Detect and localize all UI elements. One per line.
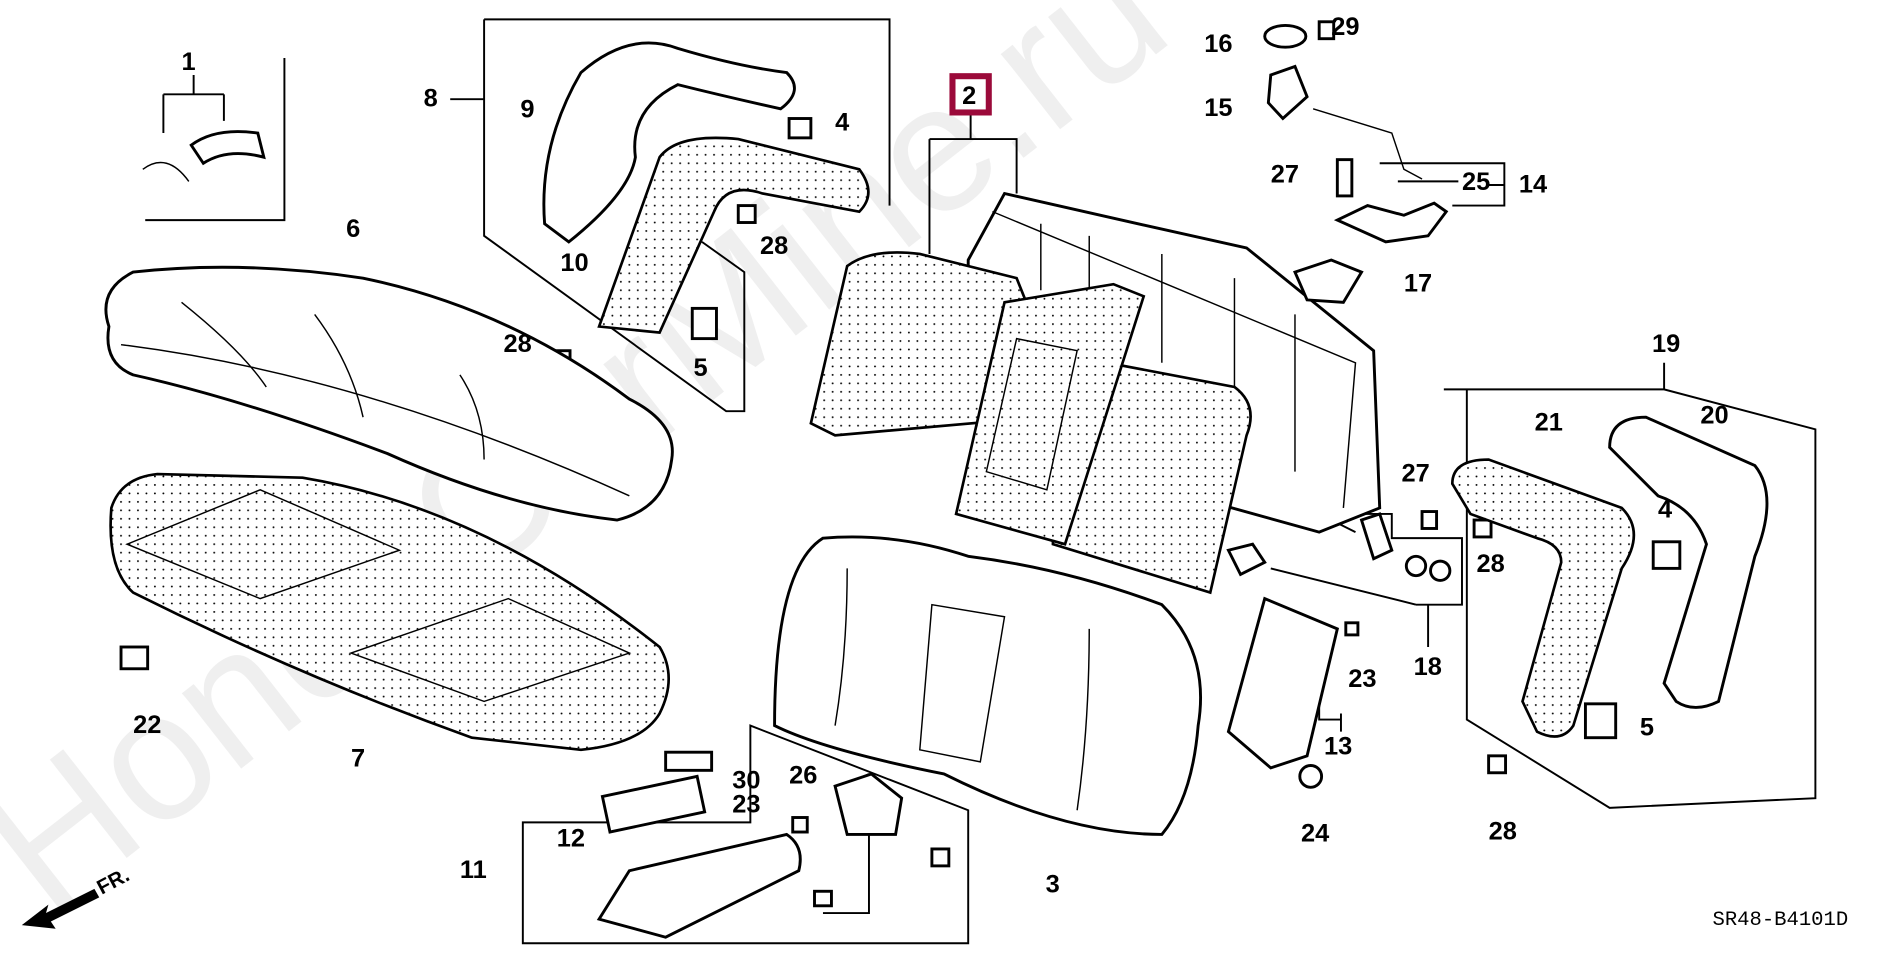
part-label-28[interactable]: 28	[1489, 817, 1517, 845]
part-label-9[interactable]: 9	[520, 95, 534, 123]
part-label-30[interactable]: 30	[732, 766, 760, 794]
part-drawings	[104, 20, 1769, 939]
part-label-25[interactable]: 25	[1462, 168, 1490, 196]
part-label-27[interactable]: 27	[1401, 459, 1429, 487]
part-label-19[interactable]: 19	[1652, 330, 1680, 358]
part-label-10[interactable]: 10	[560, 249, 588, 277]
part-label-22[interactable]: 22	[133, 711, 161, 739]
part-label-20[interactable]: 20	[1700, 401, 1728, 429]
part-label-26[interactable]: 26	[789, 762, 817, 790]
part-label-15[interactable]: 15	[1204, 94, 1232, 122]
part-label-1[interactable]: 1	[182, 48, 196, 76]
part-label-28[interactable]: 28	[503, 330, 531, 358]
part-label-24[interactable]: 24	[1301, 820, 1329, 848]
part-label-18[interactable]: 18	[1414, 653, 1442, 681]
part-label-28[interactable]: 28	[1477, 550, 1505, 578]
part-label-7[interactable]: 7	[351, 745, 365, 773]
part-label-5[interactable]: 5	[1640, 713, 1654, 741]
part-label-21[interactable]: 21	[1535, 409, 1563, 437]
part-label-5[interactable]: 5	[693, 354, 707, 382]
part-label-11[interactable]: 11	[460, 856, 487, 884]
part-label-27[interactable]: 27	[1271, 161, 1299, 189]
part-label-17[interactable]: 17	[1404, 269, 1432, 297]
part-label-29[interactable]: 29	[1331, 13, 1359, 41]
part-label-14[interactable]: 14	[1519, 170, 1547, 198]
part-label-4[interactable]: 4	[1658, 496, 1672, 524]
part-label-8[interactable]: 8	[424, 84, 438, 112]
direction-arrow-icon	[21, 888, 100, 929]
part-label-28[interactable]: 28	[760, 232, 788, 260]
part-label-13[interactable]: 13	[1324, 733, 1352, 761]
part-label-highlighted[interactable]: 2	[962, 82, 976, 110]
part-label-4[interactable]: 4	[835, 109, 849, 137]
part-label-6[interactable]: 6	[346, 215, 360, 243]
highlighted-part-box	[949, 73, 992, 116]
part-label-23[interactable]: 23	[1348, 665, 1376, 693]
part-label-23[interactable]: 23	[732, 791, 760, 819]
part-label-16[interactable]: 16	[1204, 30, 1232, 58]
drawing-code: SR48-B4101D	[1713, 909, 1849, 932]
part-label-3[interactable]: 3	[1046, 870, 1060, 898]
part-label-12[interactable]: 12	[557, 825, 585, 853]
